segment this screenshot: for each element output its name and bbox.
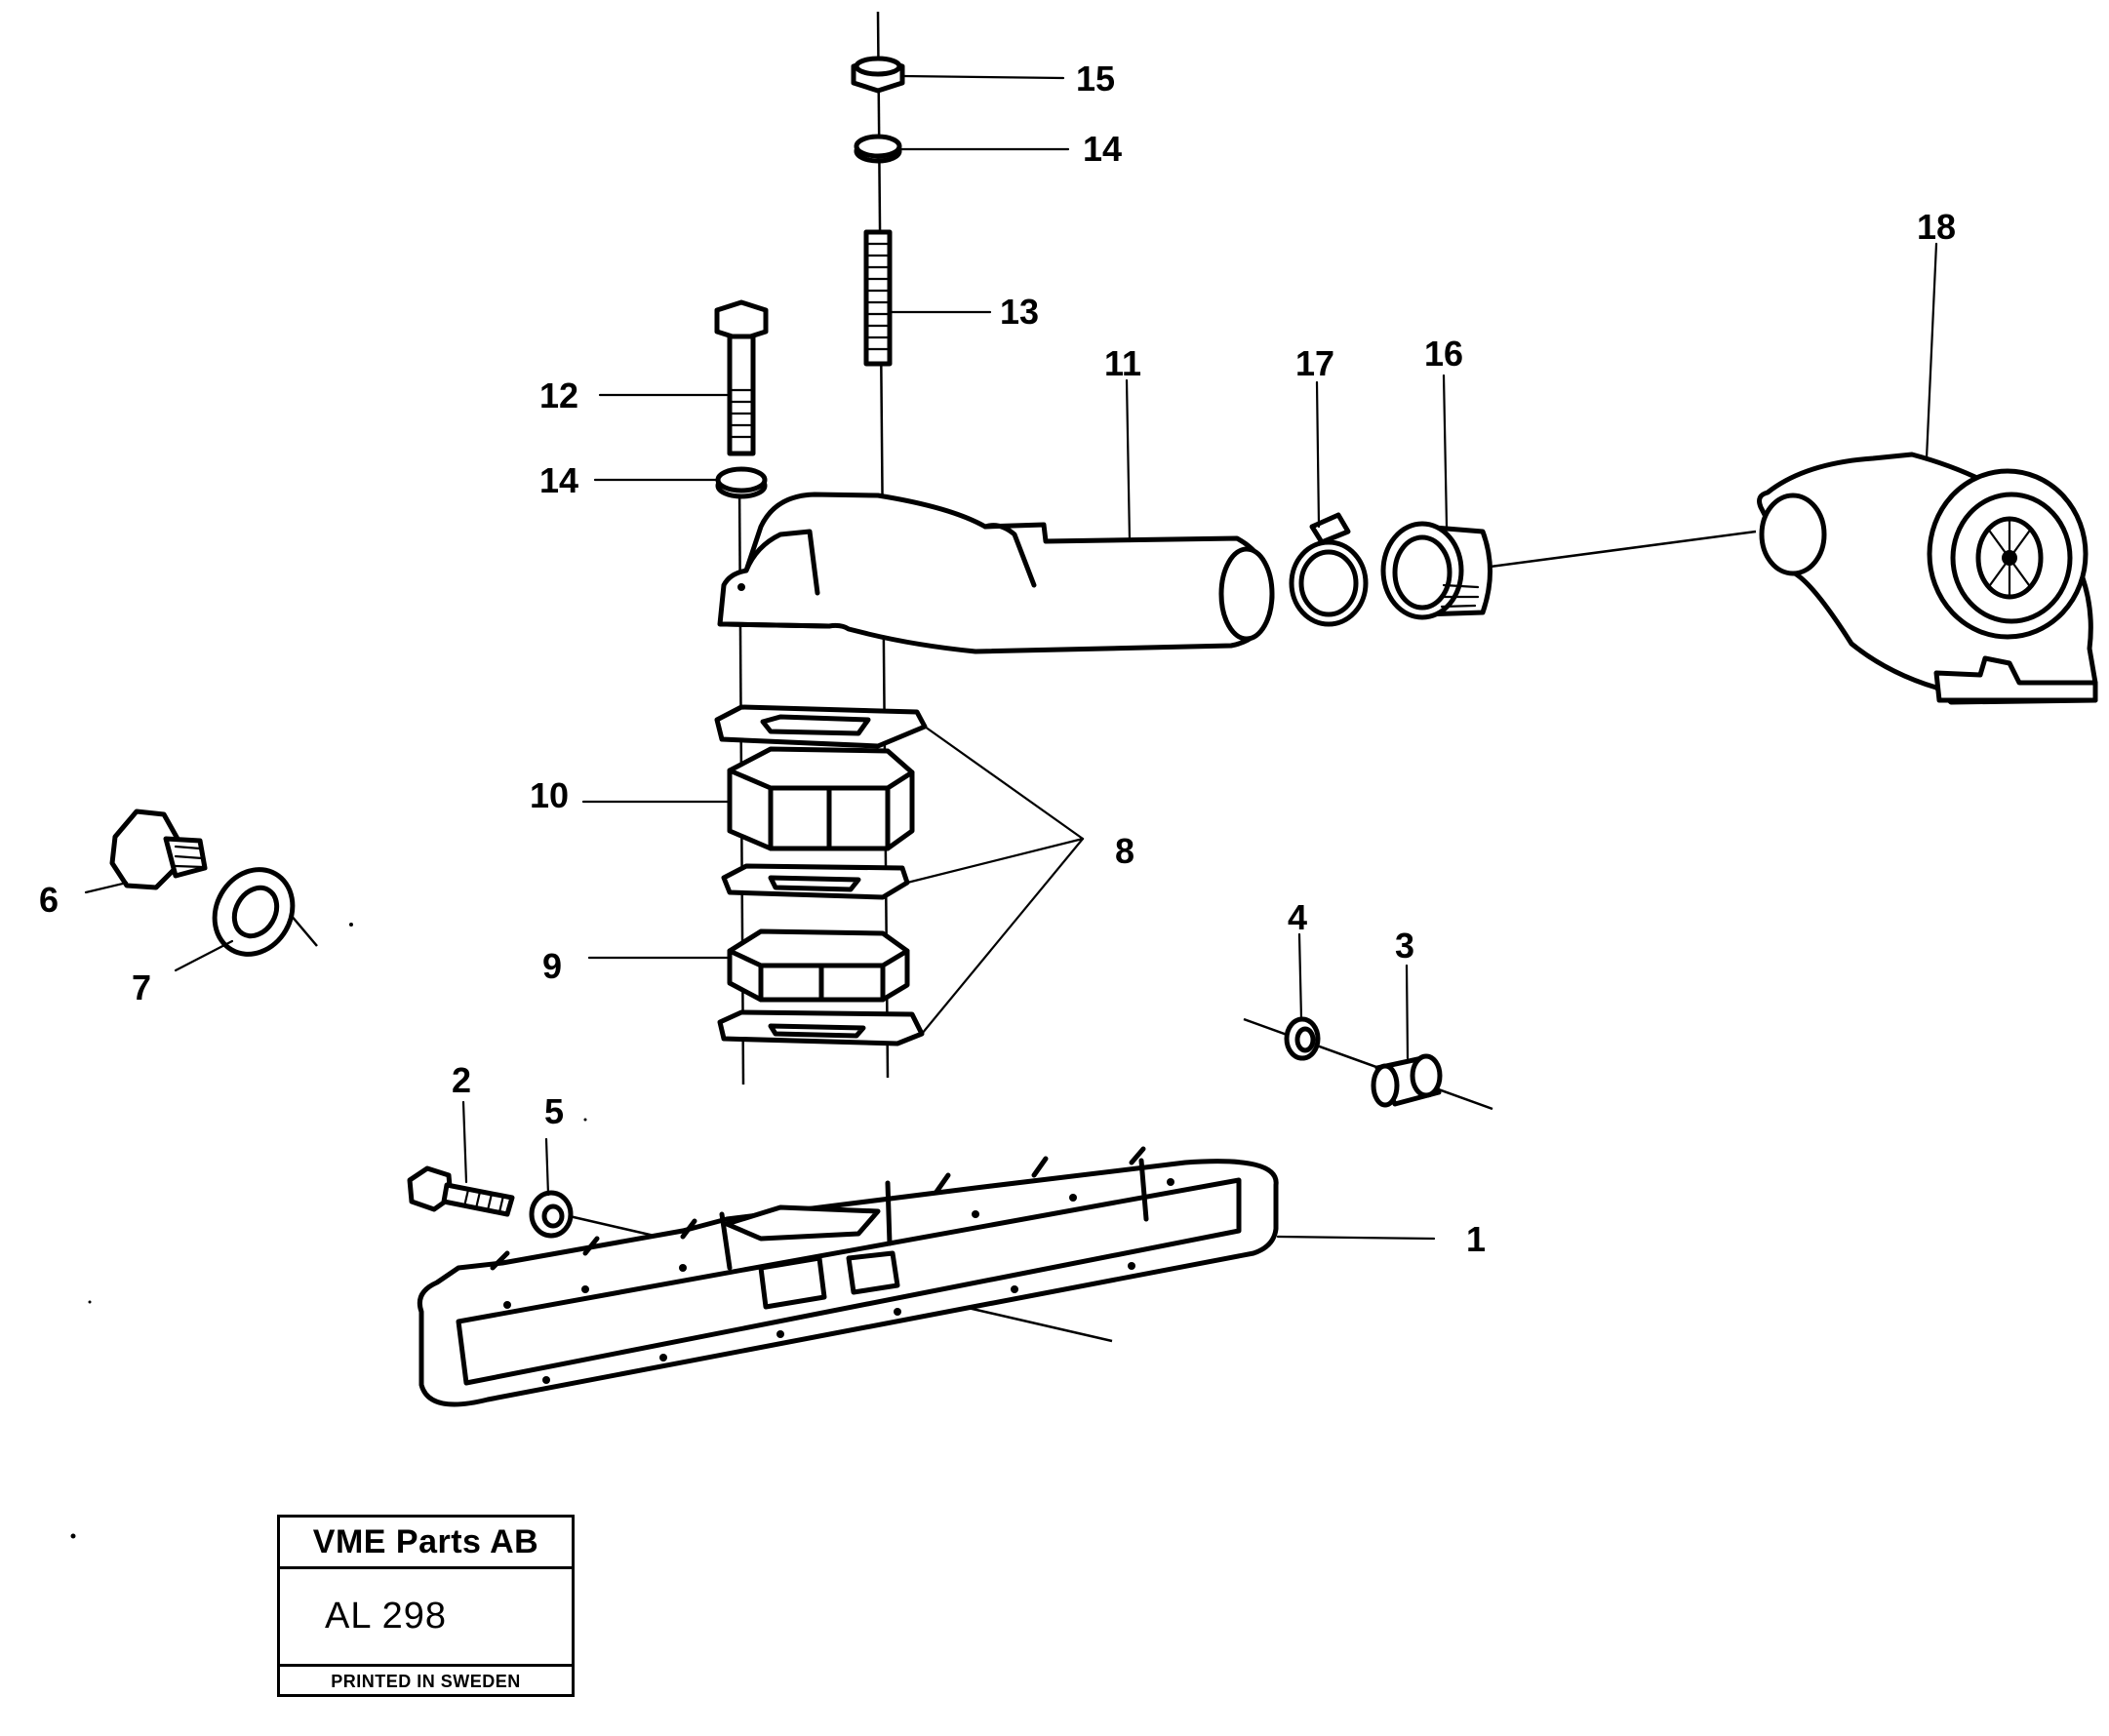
stamp-illustration-code: AL 298 [325, 1596, 448, 1637]
part-14-washer-upper [854, 134, 902, 164]
part-2-bolt [407, 1165, 515, 1217]
callout-2: 2 [452, 1060, 471, 1100]
part-1-exhaust-manifold [417, 1146, 1279, 1407]
callout-10: 10 [530, 775, 569, 815]
callout-14-upper: 14 [1083, 129, 1122, 169]
stamp-printed-note: PRINTED IN SWEDEN [280, 1664, 572, 1697]
callout-3: 3 [1395, 926, 1414, 966]
part-7-washer [212, 867, 296, 957]
callout-18: 18 [1917, 207, 1956, 247]
callout-5: 5 [544, 1091, 564, 1131]
part-11-elbow-pipe [717, 492, 1275, 654]
leader-lines [84, 74, 1938, 1241]
scan-specks [70, 923, 587, 1539]
part-17-hose-clamp [1289, 512, 1369, 627]
callout-labels: 15 14 13 12 14 11 17 16 18 10 8 9 6 7 4 … [39, 59, 1956, 1259]
assembly-axes [262, 11, 1757, 1343]
callout-8: 8 [1115, 831, 1134, 871]
part-15-nut [851, 56, 905, 94]
callout-9: 9 [542, 946, 562, 986]
part-5-washer [529, 1190, 574, 1239]
callout-7: 7 [132, 967, 151, 1007]
part-12-bolt [714, 299, 769, 456]
callout-4: 4 [1288, 897, 1307, 937]
callout-12: 12 [539, 375, 578, 415]
callout-17: 17 [1295, 343, 1334, 383]
part-6-plug [109, 809, 208, 890]
callout-6: 6 [39, 880, 59, 920]
publisher-stamp: VME Parts AB AL 298 PRINTED IN SWEDEN [277, 1515, 575, 1697]
part-14-washer-lower [715, 466, 768, 499]
part-8-gasket-middle [721, 863, 910, 900]
callout-14-lower: 14 [539, 460, 578, 500]
part-13-stud [863, 229, 893, 367]
callout-13: 13 [1000, 292, 1039, 332]
part-8-gasket-bottom [717, 1009, 925, 1046]
part-3-sleeve [1371, 1053, 1443, 1108]
part-18-turbocharger [1757, 452, 2098, 705]
callout-11: 11 [1104, 343, 1141, 383]
callout-16: 16 [1424, 334, 1463, 374]
part-16-hose [1380, 521, 1492, 620]
callout-1: 1 [1466, 1219, 1486, 1259]
stamp-company: VME Parts AB [280, 1518, 572, 1569]
part-4-washer [1284, 1016, 1321, 1061]
callout-15: 15 [1076, 59, 1115, 99]
part-9-sleeve [727, 928, 910, 1003]
part-10-sleeve [727, 746, 915, 851]
part-8-gasket-top [714, 704, 928, 749]
